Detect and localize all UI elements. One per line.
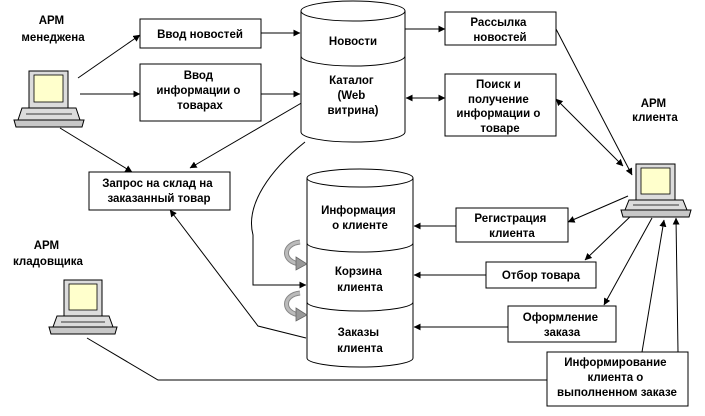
- computer-icon-storekeeper: [48, 279, 118, 335]
- conn-client-checkout: [603, 217, 653, 306]
- db-section-news: Новости: [329, 36, 377, 48]
- box-newsletter: Рассылка новостей: [444, 11, 557, 46]
- svg-text:Запрос на склад на заказ: Запрос на склад на заказанный товар: [102, 178, 216, 205]
- conn-storekeeper-notification: [86, 337, 547, 381]
- svg-text:Поиск и получение: Поиск и получение информации о товаре: [456, 79, 543, 135]
- box-notification: Информирование клиента о выполненном зак…: [546, 351, 689, 407]
- database-top: Новости Каталог (Web витрина): [300, 0, 406, 143]
- box-search: Поиск и получение информации о товаре: [444, 73, 557, 137]
- database-bottom: Информация о клиенте Корзина клиента Зак…: [306, 168, 414, 368]
- box-news-input: Ввод новостей: [139, 18, 262, 49]
- conn-client-selection: [584, 212, 635, 261]
- conn-notification-client-2: [641, 219, 667, 353]
- conn-manager-news-input: [77, 34, 141, 79]
- svg-text:Оформление заказа: Оформление заказа: [523, 312, 601, 339]
- box-registration: Регистрация клиента: [455, 207, 569, 243]
- box-checkout: Оформление заказа: [507, 305, 617, 343]
- computer-icon-manager: [13, 70, 85, 128]
- computer-icon-client: [620, 163, 692, 218]
- conn-newsletter-client: [555, 28, 633, 176]
- svg-text:Отбор товара: Отбор товара: [502, 270, 581, 282]
- svg-text:Ввод информации о: Ввод информации о товарах: [156, 70, 243, 112]
- conn-notification-client: [672, 217, 680, 353]
- conn-catalog-warehouse: [189, 97, 311, 169]
- db-section-catalog: Каталог (Web витрина): [327, 75, 378, 117]
- svg-text:Информирование клиента о: Информирование клиента о выполненном зак…: [557, 357, 677, 399]
- svg-text:Ввод новостей: Ввод новостей: [157, 29, 243, 41]
- svg-text:Регистрация клиента: Регистрация клиента: [474, 213, 549, 240]
- box-warehouse-request: Запрос на склад на заказанный товар: [88, 171, 231, 211]
- db-section-cart: Корзина клиента: [335, 266, 385, 294]
- curl-arrow-icon: [284, 290, 308, 322]
- svg-text:Рассылка новостей: Рассылка новостей: [470, 17, 529, 44]
- conn-manager-warehouse: [59, 127, 133, 173]
- curl-arrow-icon: [284, 239, 308, 271]
- transfer-arrows: [284, 239, 308, 322]
- box-goods-input: Ввод информации о товарах: [139, 63, 262, 122]
- conn-client-registration: [567, 195, 629, 223]
- db-section-client-info: Информация о клиенте: [321, 205, 399, 232]
- conn-orders-warehouse: [169, 209, 307, 339]
- box-selection: Отбор товара: [485, 261, 597, 289]
- label-manager: АРМ менеджена: [21, 15, 85, 44]
- label-client: АРМ клиента: [632, 98, 678, 124]
- db-section-orders: Заказы клиента: [337, 327, 383, 355]
- conn-search-client: [555, 98, 624, 167]
- connectors: [59, 25, 680, 381]
- label-storekeeper: АРМ кладовщика: [13, 240, 84, 268]
- conn-catalog-cart: [251, 141, 307, 289]
